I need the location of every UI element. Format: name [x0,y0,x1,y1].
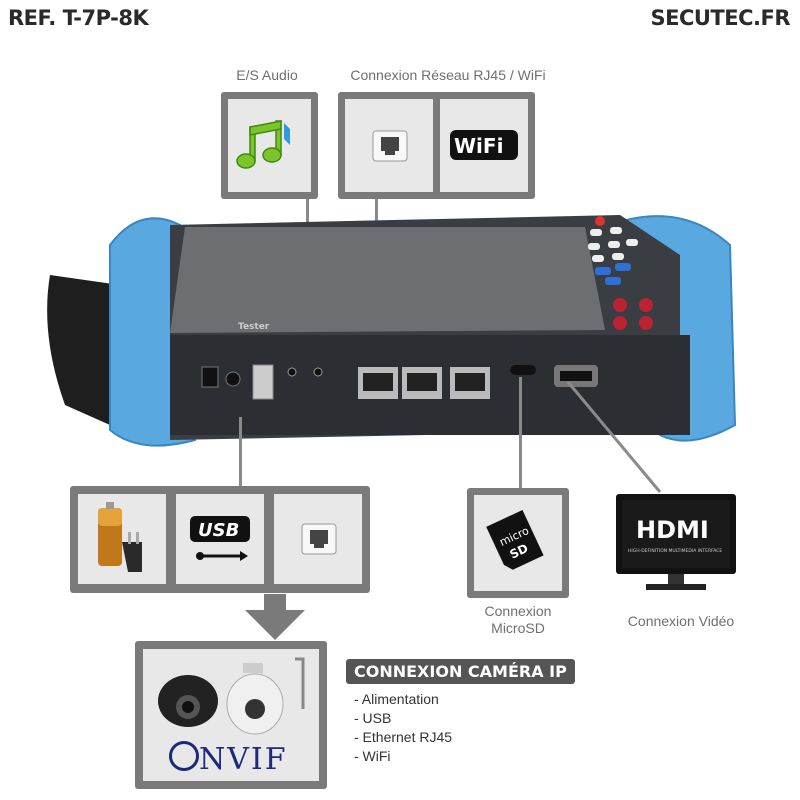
network-panel: WiFi [338,92,535,199]
battery-plug-icon [98,502,142,572]
tester-device: Tester [40,215,800,450]
microsd-connector-line [519,377,522,489]
feature-item: - USB [354,710,392,726]
feature-item: - Alimentation [354,691,439,707]
wifi-icon: WiFi [450,130,518,160]
svg-text:HIGH-DEFINITION MULTIMEDIA INT: HIGH-DEFINITION MULTIMEDIA INTERFACE [628,548,722,554]
audio-panel [221,92,318,199]
feature-item: - WiFi [354,748,391,764]
video-label: Connexion Vidéo [627,613,735,629]
hdmi-monitor-icon: HDMI HIGH-DEFINITION MULTIMEDIA INTERFAC… [616,494,736,590]
microsd-panel: micro SD [467,488,569,598]
microsd-card-icon: micro SD [486,510,544,570]
usb-icon: USB [190,516,250,561]
down-arrow-icon [245,594,305,640]
hdmi-connector-line [566,381,662,493]
device-illustration [47,215,737,447]
site-name: SECUTEC.FR [650,6,790,30]
microsd-label: Connexion MicroSD [484,603,552,636]
network-label: Connexion Réseau RJ45 / WiFi [350,67,546,83]
ip-camera-icon [158,657,305,735]
ip-power-panel: USB [70,486,370,593]
ip-camera-panel: NVIF [135,641,327,789]
svg-text:USB: USB [198,520,239,541]
rj45-port-icon [372,130,408,162]
onvif-logo: NVIF [169,741,288,777]
svg-text:WiFi: WiFi [454,134,503,158]
music-icon [236,120,290,169]
audio-label: E/S Audio [236,67,298,83]
power-connector-line [239,417,242,487]
svg-text:HDMI: HDMI [636,516,709,544]
product-reference: REF. T-7P-8K [8,6,149,30]
ip-camera-title: CONNEXION CAMÉRA IP [346,659,575,684]
ethernet-port-icon [301,523,337,555]
feature-item: - Ethernet RJ45 [354,729,453,745]
ip-camera-features: - Alimentation - USB - Ethernet RJ45 - W… [354,690,452,766]
device-brand: Tester [238,322,270,332]
